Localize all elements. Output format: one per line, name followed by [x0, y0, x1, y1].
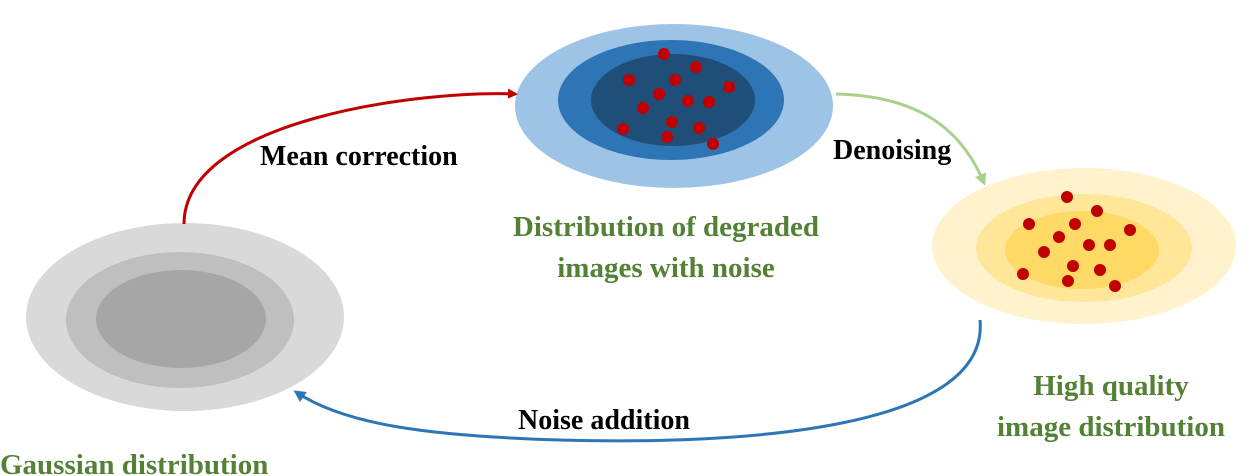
denoising-arrow	[835, 92, 987, 186]
degraded-sample-dots	[617, 48, 735, 150]
sample-dot	[690, 61, 702, 73]
mean-correction-arrow	[182, 88, 518, 225]
sample-dot	[623, 74, 635, 86]
sample-dot	[1091, 205, 1103, 217]
sample-dot	[1061, 191, 1073, 203]
sample-dot	[1053, 231, 1065, 243]
sample-dot	[658, 48, 670, 60]
sample-dot	[1094, 264, 1106, 276]
sample-dot	[637, 102, 649, 114]
sample-dot	[617, 123, 629, 135]
sample-dot	[1062, 275, 1074, 287]
sample-dot	[666, 116, 678, 128]
degraded-distribution-node	[515, 24, 833, 188]
mean-correction-label: Mean correction	[260, 141, 458, 172]
sample-dot	[682, 95, 694, 107]
high-quality-label-line1: High quality	[1033, 370, 1189, 402]
sample-dot	[653, 88, 665, 100]
sample-dot	[693, 122, 705, 134]
sample-dot	[661, 131, 673, 143]
noise-addition-arrow	[293, 319, 982, 443]
degraded-inner-ring	[591, 54, 755, 146]
sample-dot	[707, 138, 719, 150]
denoising-label: Denoising	[833, 135, 951, 166]
sample-dot	[1083, 239, 1095, 251]
sample-dot	[1104, 239, 1116, 251]
high-quality-inner-ring	[1005, 211, 1159, 289]
sample-dot	[1067, 260, 1079, 272]
sample-dot	[1017, 268, 1029, 280]
sample-dot	[723, 81, 735, 93]
sample-dot	[1109, 280, 1121, 292]
gaussian-distribution-node	[26, 223, 344, 411]
degraded-label-line2: images with noise	[557, 252, 775, 284]
high-quality-distribution-node	[932, 168, 1236, 324]
sample-dot	[703, 96, 715, 108]
gaussian-label: Gaussian distribution	[0, 449, 268, 476]
sample-dot	[1023, 218, 1035, 230]
high-quality-sample-dots	[1017, 191, 1136, 292]
gaussian-inner-ring	[96, 270, 266, 368]
degraded-label-line1: Distribution of degraded	[513, 211, 819, 243]
sample-dot	[1124, 224, 1136, 236]
high-quality-label-line2: image distribution	[997, 411, 1225, 443]
sample-dot	[1038, 246, 1050, 258]
sample-dot	[669, 74, 681, 86]
noise-addition-label: Noise addition	[518, 405, 690, 436]
sample-dot	[1069, 218, 1081, 230]
